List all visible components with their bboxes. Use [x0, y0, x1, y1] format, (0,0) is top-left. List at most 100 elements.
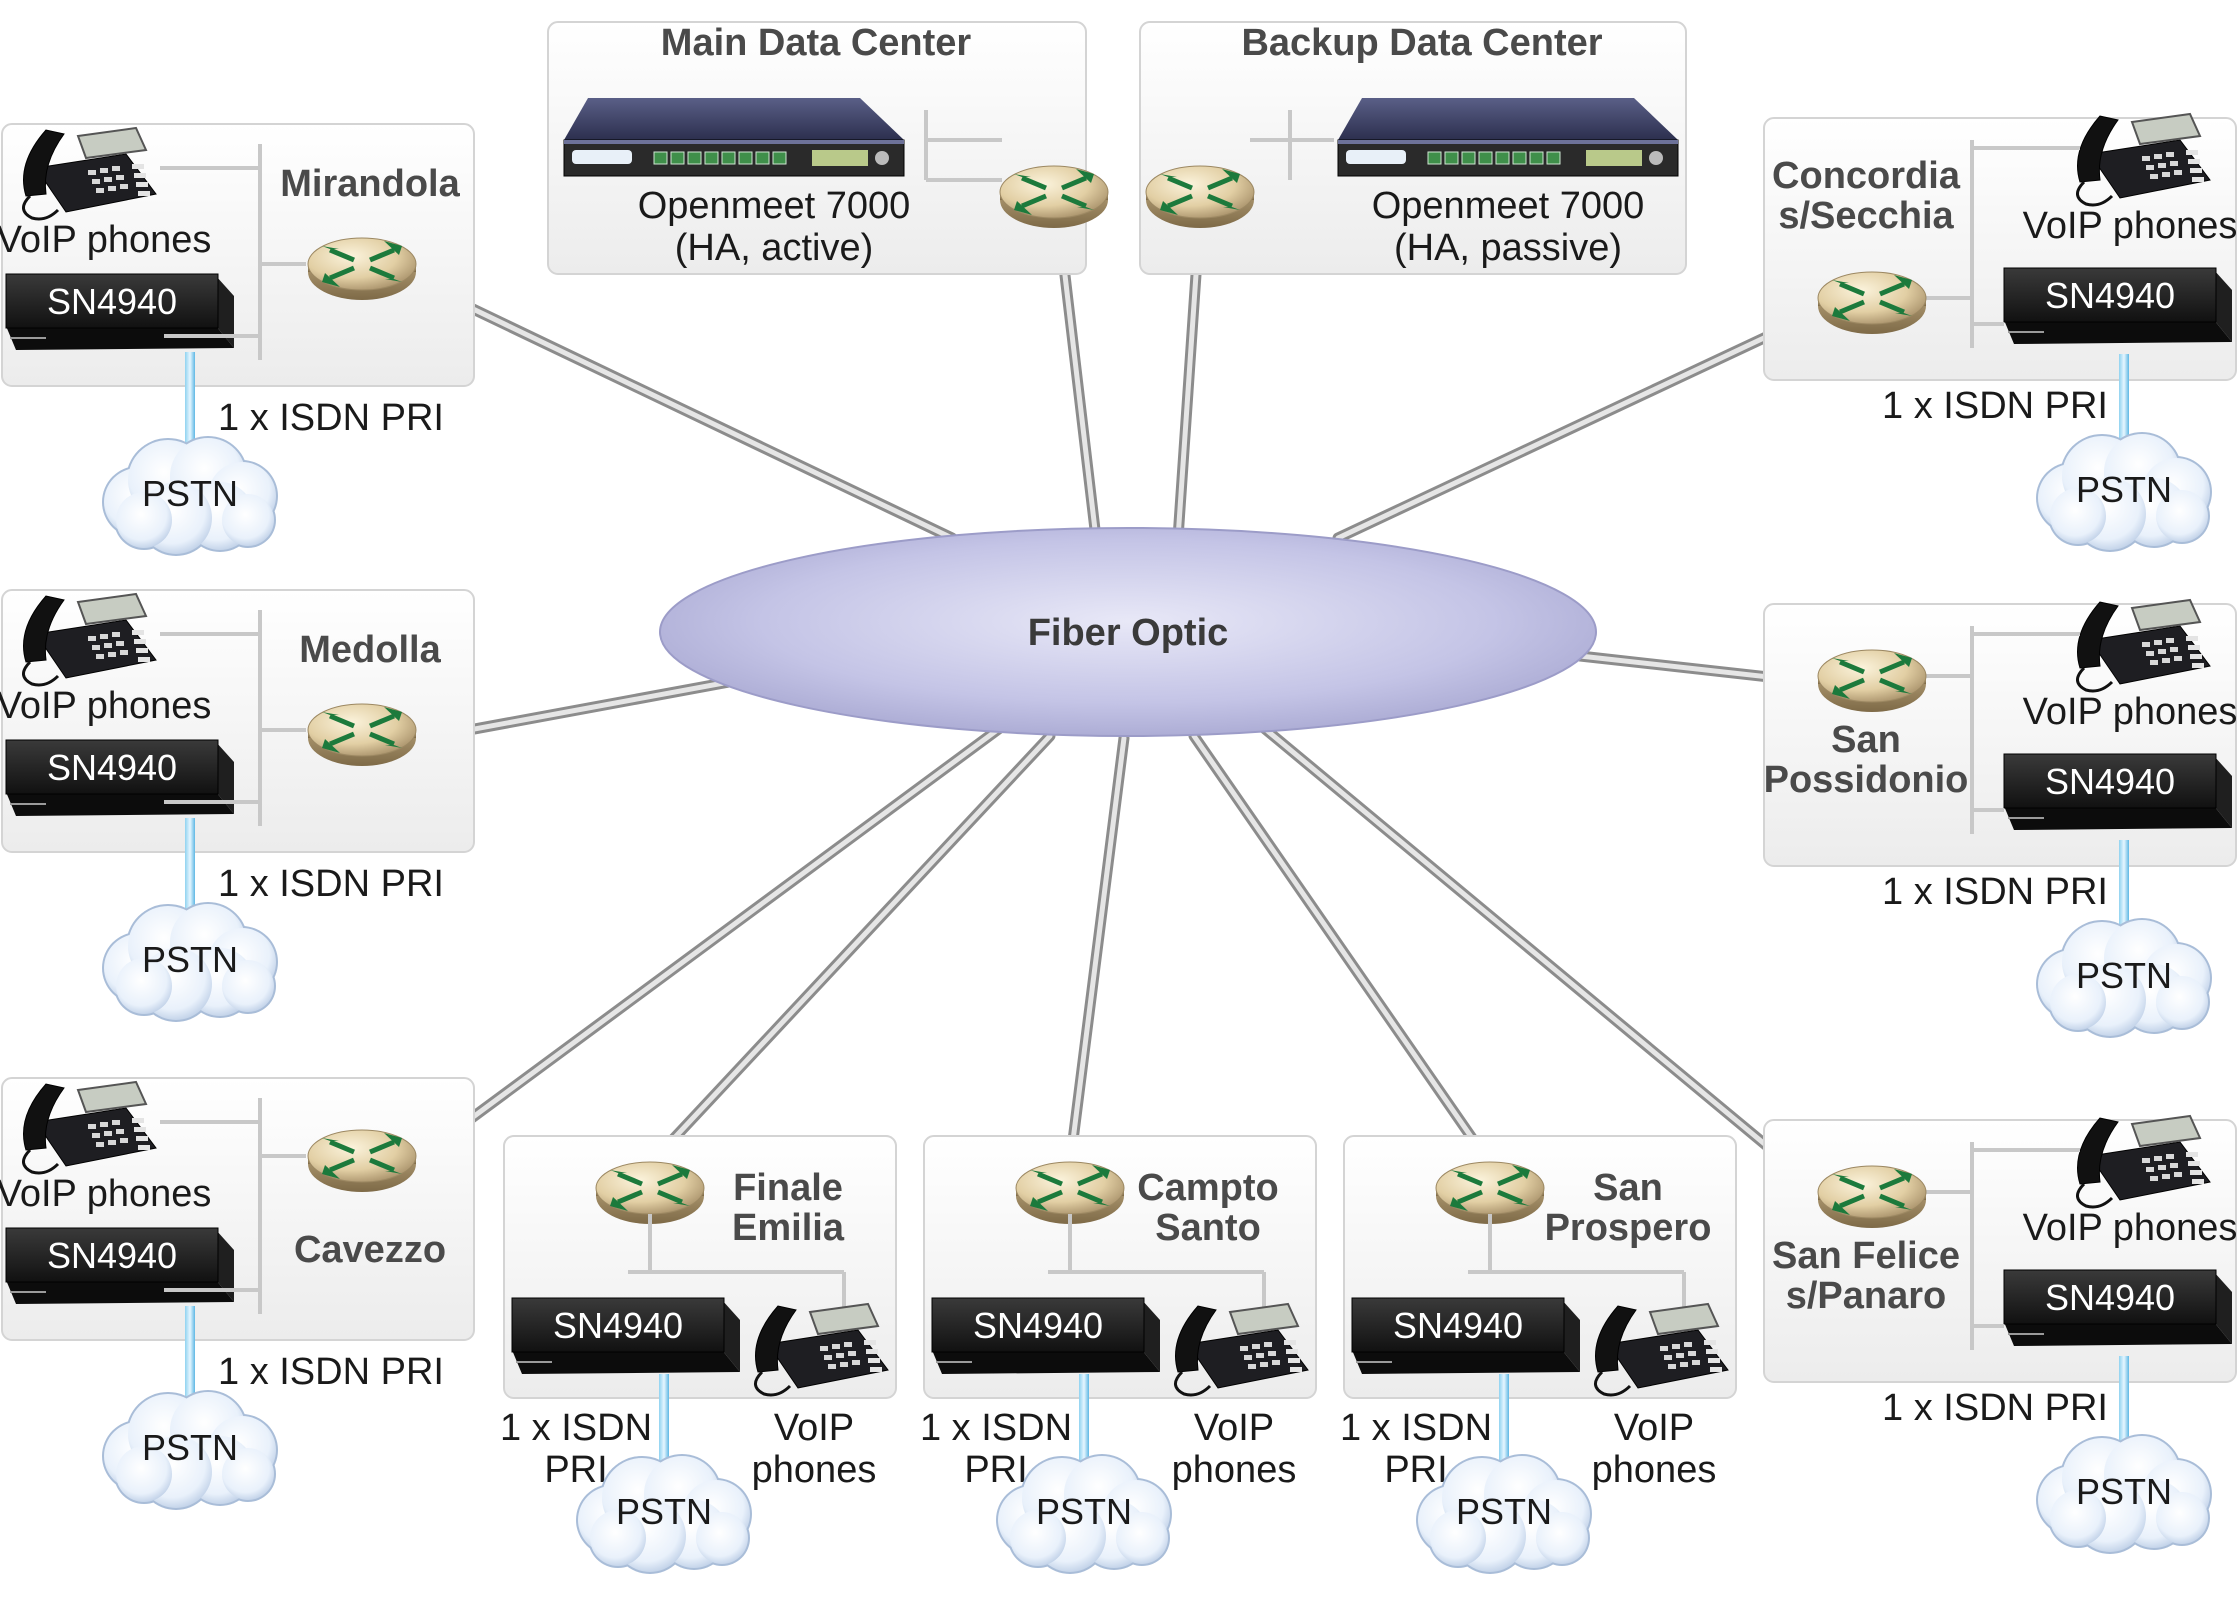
voip-phone-icon	[2076, 1114, 2211, 1209]
isdn-link-label: 1 x ISDN	[1340, 1407, 1492, 1449]
site-name: Possidonio	[1764, 759, 1969, 801]
site-name: San	[1831, 719, 1901, 761]
gateway-label: SN4940	[47, 1235, 177, 1276]
gateway-label: SN4940	[2045, 1277, 2175, 1318]
router-icon	[1015, 1161, 1125, 1224]
openmeet-logo-icon	[1346, 150, 1406, 164]
device-name: Openmeet 7000	[1372, 185, 1645, 227]
openmeet-server	[563, 98, 905, 177]
isdn-pri-line	[2119, 840, 2129, 944]
pstn-label: PSTN	[616, 1491, 712, 1532]
sn4940-gateway: SN4940	[2003, 1269, 2232, 1346]
isdn-pri-line	[185, 818, 195, 930]
voip-phones-label: VoIP phones	[2023, 691, 2237, 733]
router-icon	[1817, 1165, 1927, 1228]
gateway-label: SN4940	[973, 1305, 1103, 1346]
isdn-pri-line	[1499, 1374, 1509, 1470]
isdn-pri-line	[659, 1374, 669, 1470]
pstn-label: PSTN	[2076, 955, 2172, 996]
voip-phones-label: phones	[1592, 1449, 1717, 1491]
site-name: Campto	[1137, 1167, 1278, 1209]
openmeet-server	[1337, 98, 1679, 177]
gateway-label: SN4940	[1393, 1305, 1523, 1346]
fiber-optic-hub: Fiber Optic	[659, 527, 1597, 737]
isdn-link-label: 1 x ISDN PRI	[218, 863, 444, 905]
isdn-pri-line	[2119, 1356, 2129, 1460]
router-icon	[1817, 271, 1927, 334]
pstn-cloud: PSTN	[102, 436, 278, 556]
gateway-label: SN4940	[47, 747, 177, 788]
site-name: Santo	[1155, 1207, 1261, 1249]
device-name: Openmeet 7000	[638, 185, 911, 227]
site-name: Medolla	[299, 629, 441, 671]
pstn-label: PSTN	[142, 473, 238, 514]
pstn-cloud: PSTN	[102, 1390, 278, 1510]
voip-phone-icon	[1594, 1302, 1729, 1397]
gateway-label: SN4940	[553, 1305, 683, 1346]
voip-phone-icon	[1174, 1302, 1309, 1397]
isdn-pri-line	[1079, 1374, 1089, 1470]
isdn-pri-line	[185, 352, 195, 464]
router-icon	[307, 237, 417, 300]
gateway-label: SN4940	[47, 281, 177, 322]
gateway-label: SN4940	[2045, 761, 2175, 802]
voip-phone-icon	[22, 592, 157, 687]
sn4940-gateway: SN4940	[5, 273, 234, 350]
isdn-link-label: PRI	[544, 1449, 607, 1491]
pstn-cloud: PSTN	[996, 1454, 1172, 1574]
sn4940-gateway: SN4940	[931, 1297, 1160, 1374]
pstn-label: PSTN	[1456, 1491, 1552, 1532]
site-name: Cavezzo	[294, 1229, 446, 1271]
isdn-link-label: 1 x ISDN PRI	[218, 397, 444, 439]
pstn-cloud: PSTN	[102, 902, 278, 1022]
pstn-cloud: PSTN	[2036, 432, 2212, 552]
fiber-links	[398, 210, 1838, 1206]
pstn-label: PSTN	[2076, 469, 2172, 510]
voip-phones-label: phones	[1172, 1449, 1297, 1491]
voip-phones-label: VoIP phones	[2023, 1207, 2237, 1249]
pstn-label: PSTN	[1036, 1491, 1132, 1532]
sn4940-gateway: SN4940	[5, 739, 234, 816]
voip-phones-label: VoIP phones	[0, 219, 211, 261]
site-name: Finale	[733, 1167, 843, 1209]
voip-phones-label: VoIP phones	[2023, 205, 2237, 247]
site-name: San Felice	[1772, 1235, 1960, 1277]
site-name: San	[1593, 1167, 1663, 1209]
site-name: Emilia	[732, 1207, 845, 1249]
device-role: (HA, passive)	[1394, 227, 1622, 269]
site-name: s/Secchia	[1778, 195, 1954, 237]
isdn-link-label: 1 x ISDN PRI	[1882, 1387, 2108, 1429]
isdn-link-label: 1 x ISDN	[500, 1407, 652, 1449]
voip-phones-label: VoIP	[1194, 1407, 1274, 1449]
voip-phones-label: VoIP	[1614, 1407, 1694, 1449]
isdn-link-label: 1 x ISDN PRI	[1882, 385, 2108, 427]
voip-phone-icon	[22, 1080, 157, 1175]
gateway-label: SN4940	[2045, 275, 2175, 316]
site-name: s/Panaro	[1786, 1275, 1947, 1317]
data-center-title: Main Data Center	[661, 22, 972, 64]
router-icon	[307, 1129, 417, 1192]
isdn-pri-line	[185, 1306, 195, 1418]
voip-phone-icon	[22, 126, 157, 221]
site-name: Mirandola	[280, 163, 460, 205]
router-icon	[1435, 1161, 1545, 1224]
router-icon	[307, 703, 417, 766]
pstn-cloud: PSTN	[2036, 1434, 2212, 1554]
sn4940-gateway: SN4940	[2003, 267, 2232, 344]
site-name: Prospero	[1545, 1207, 1712, 1249]
sn4940-gateway: SN4940	[2003, 753, 2232, 830]
device-role: (HA, active)	[675, 227, 873, 269]
router-icon	[1817, 649, 1927, 712]
isdn-link-label: PRI	[1384, 1449, 1447, 1491]
isdn-link-label: 1 x ISDN	[920, 1407, 1072, 1449]
isdn-link-label: 1 x ISDN PRI	[1882, 871, 2108, 913]
voip-phones-label: VoIP phones	[0, 1173, 211, 1215]
